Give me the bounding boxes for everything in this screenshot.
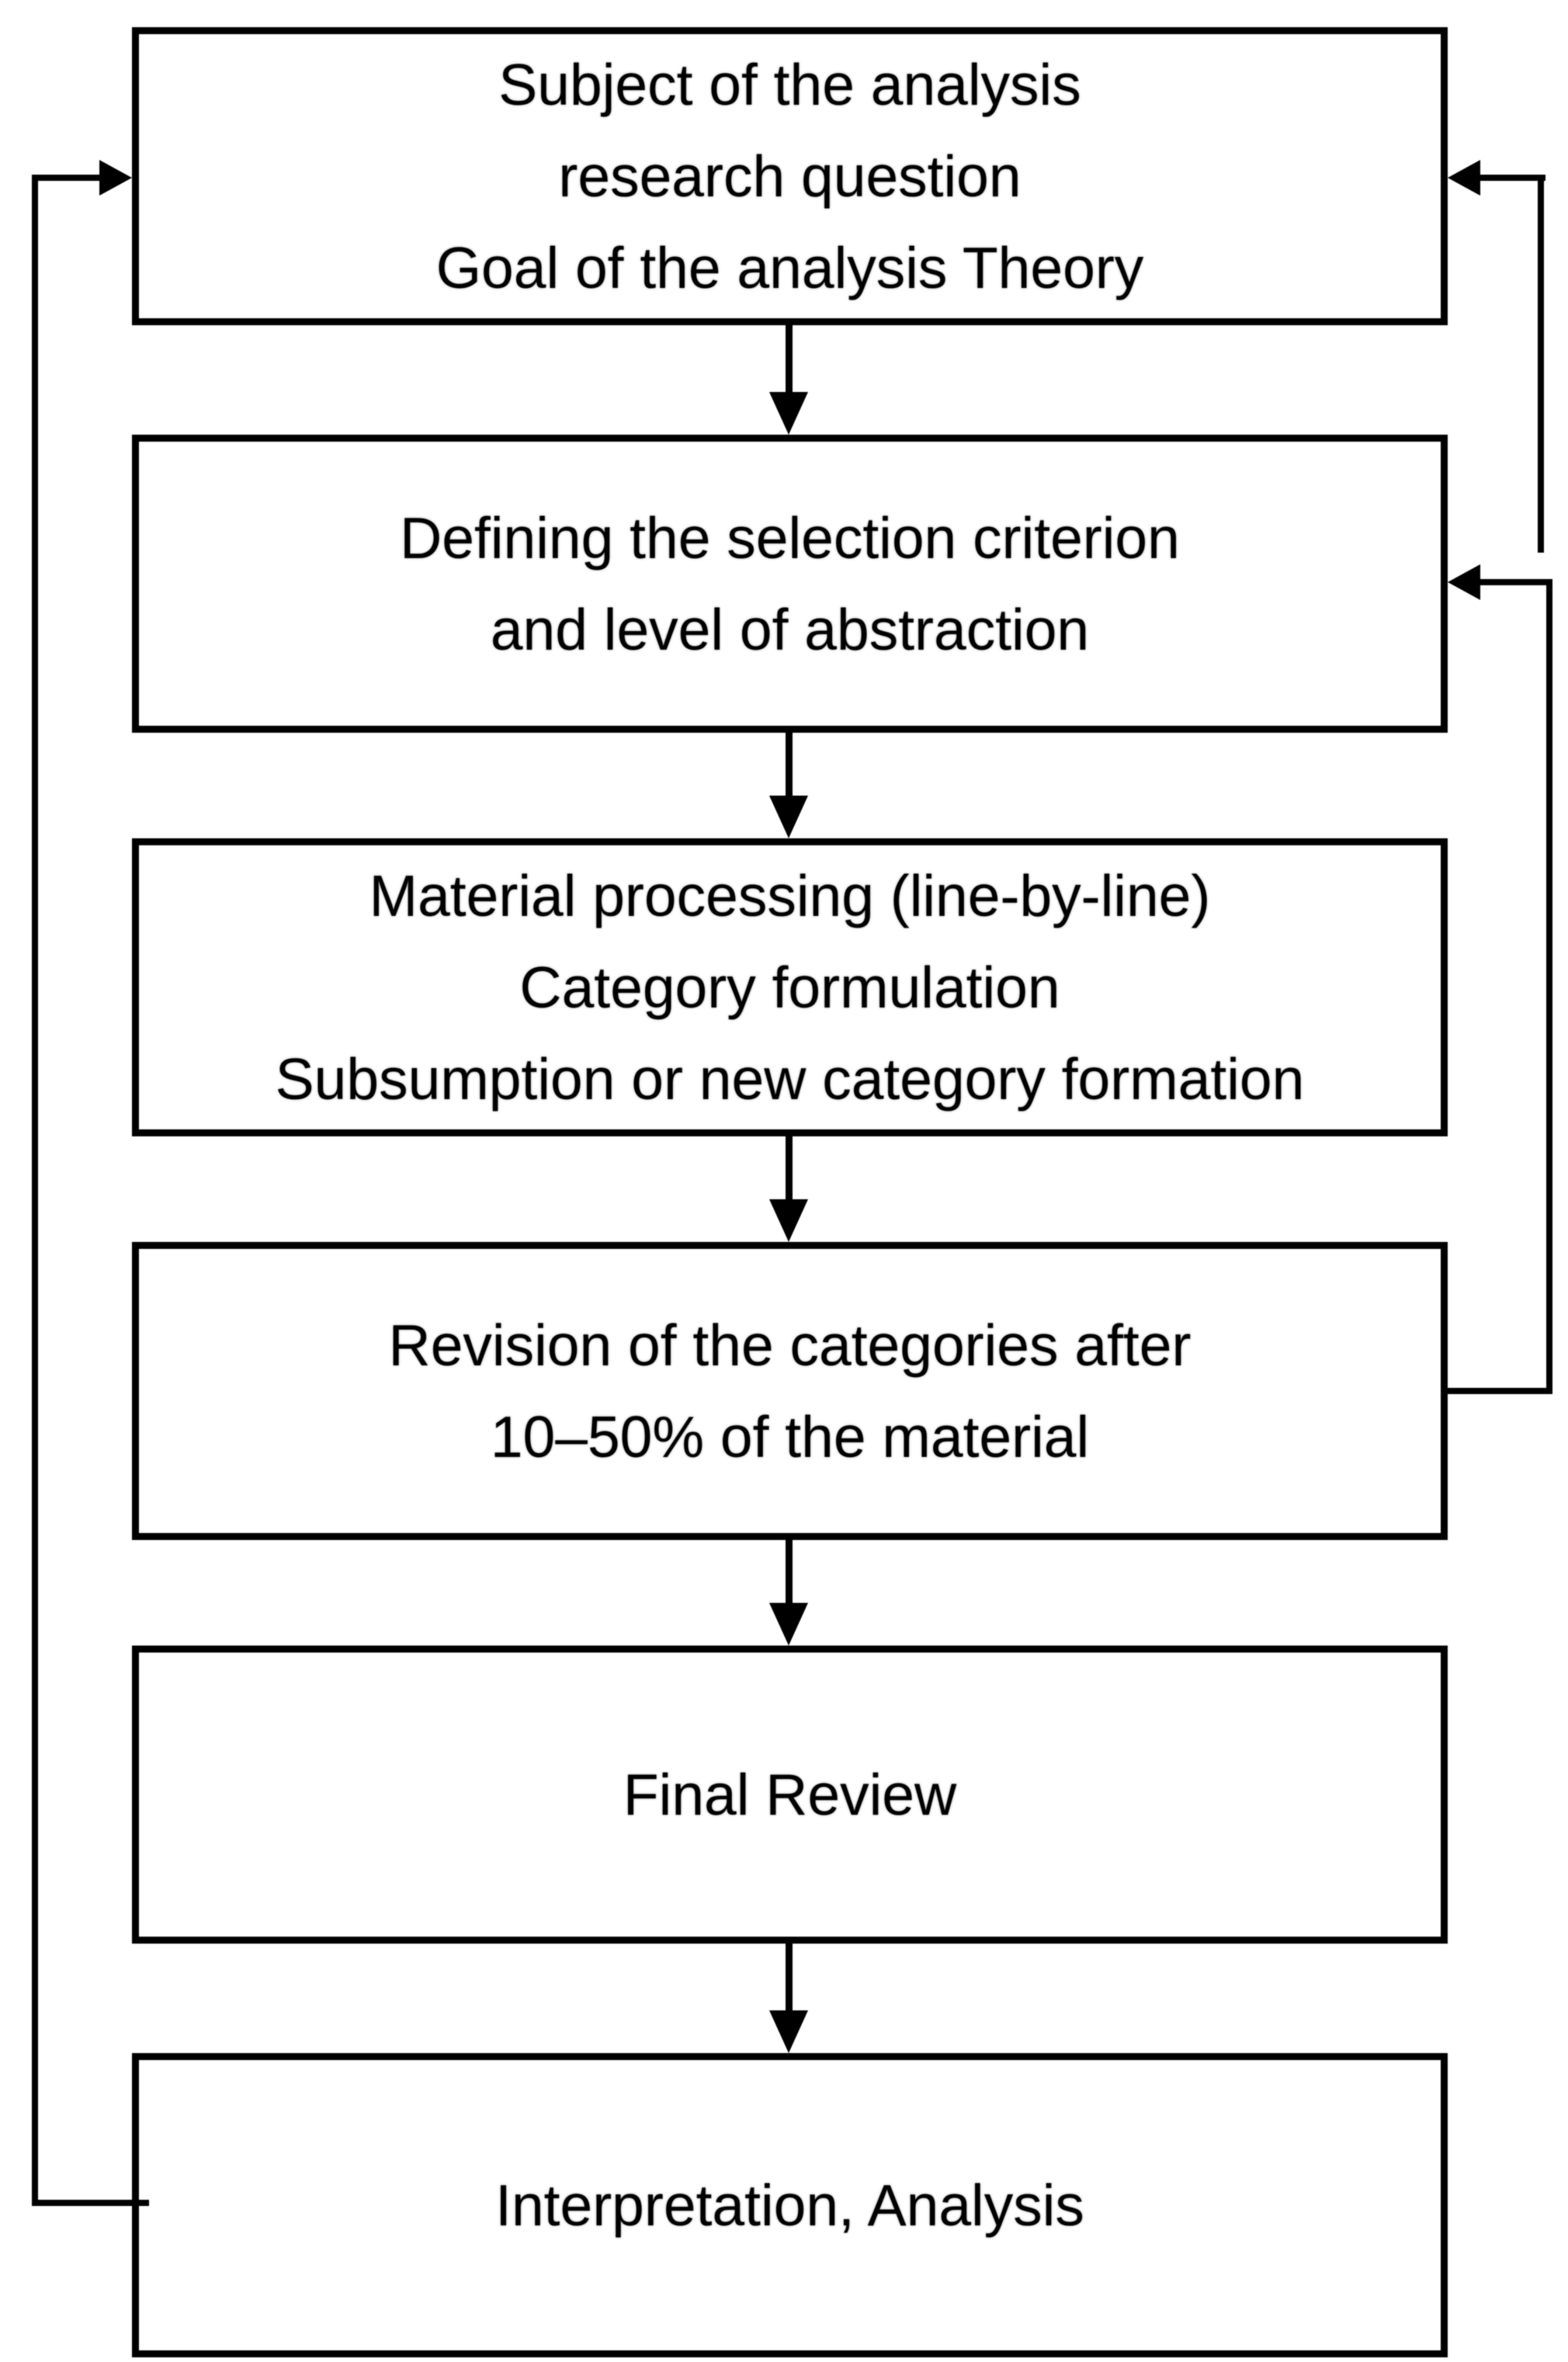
arrowhead-right-icon [99, 160, 132, 196]
flow-box-selection-criterion: Defining the selection criterion and lev… [132, 435, 1448, 733]
feedback-right-outer-vertical-segment [1538, 175, 1544, 553]
arrowhead-down-icon [769, 1603, 808, 1646]
box-text-line: Interpretation, Analysis [495, 2173, 1084, 2238]
arrow-shaft-selection-to-material [786, 730, 793, 796]
feedback-right-inner-top-segment [1480, 579, 1552, 585]
box-text-line: research question [558, 144, 1022, 209]
arrowhead-down-icon [769, 392, 808, 435]
box-text-line: Final Review [623, 1762, 957, 1827]
box-text-line: 10–50% of the material [490, 1404, 1090, 1469]
arrowhead-down-icon [769, 2010, 808, 2053]
feedback-left-top-segment [32, 175, 99, 181]
box-text-line: Category formulation [519, 955, 1060, 1020]
box-text-line: Revision of the categories after [388, 1313, 1192, 1378]
flow-box-interpretation: Interpretation, Analysis [132, 2053, 1448, 2357]
arrowhead-left-icon [1448, 160, 1480, 196]
arrow-shaft-material-to-revision [786, 1133, 793, 1199]
flow-box-revision: Revision of the categories after 10–50% … [132, 1242, 1448, 1540]
box-text-line: Material processing (line-by-line) [369, 863, 1211, 928]
box-text-line: and level of abstraction [490, 597, 1090, 662]
feedback-right-inner-vertical-segment [1546, 579, 1552, 1394]
flow-box-material-processing: Material processing (line-by-line) Categ… [132, 838, 1448, 1136]
box-text-line: Goal of the analysis Theory [435, 235, 1144, 300]
flow-box-subject: Subject of the analysis research questio… [132, 27, 1448, 325]
arrowhead-down-icon [769, 1199, 808, 1242]
box-text-line: Defining the selection criterion [400, 505, 1180, 571]
arrow-shaft-final-review-to-interpretation [786, 1941, 793, 2010]
arrowhead-left-icon [1448, 564, 1480, 600]
feedback-left-bottom-segment [32, 2200, 149, 2206]
arrow-shaft-subject-to-selection [786, 322, 793, 392]
arrow-shaft-revision-to-final-review [786, 1537, 793, 1603]
feedback-left-vertical-segment [32, 175, 38, 2206]
box-text-line: Subsumption or new category formation [275, 1046, 1305, 1112]
feedback-right-outer-top-segment [1480, 175, 1545, 181]
box-text-line: Subject of the analysis [498, 52, 1081, 117]
feedback-right-inner-bottom-segment [1448, 1388, 1552, 1394]
arrowhead-down-icon [769, 796, 808, 838]
flow-box-final-review: Final Review [132, 1646, 1448, 1944]
